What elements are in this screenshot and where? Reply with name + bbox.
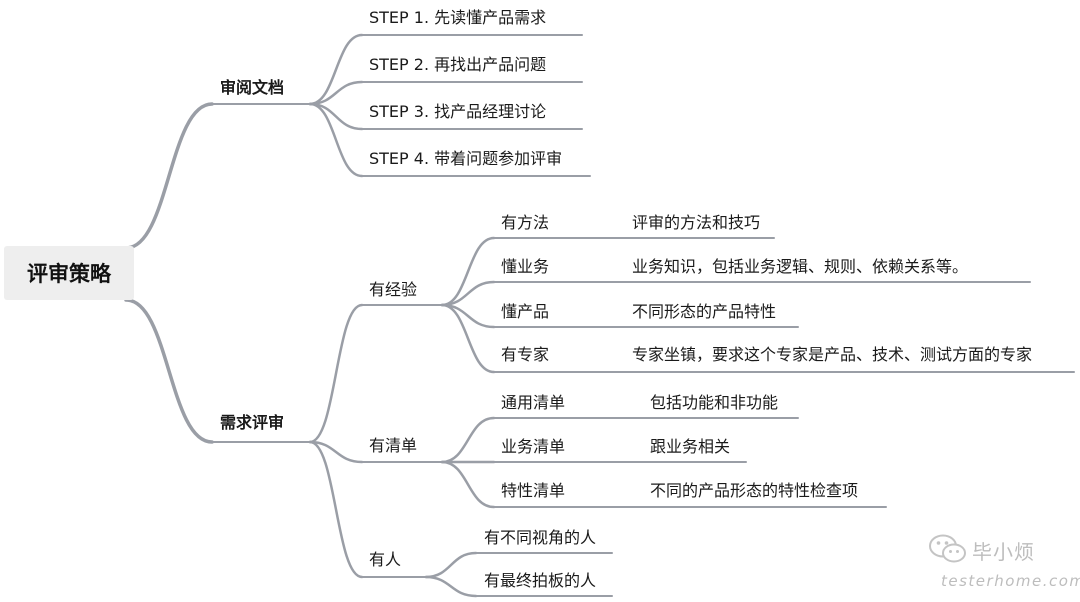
connector-root-docs xyxy=(124,102,214,250)
step-4: STEP 4. 带着问题参加评审 xyxy=(369,149,563,168)
watermark-url: testerhome.com xyxy=(941,572,1080,590)
connector-exp-3 xyxy=(440,303,496,374)
people-perspectives: 有不同视角的人 xyxy=(484,528,597,547)
connector-exp-0 xyxy=(440,236,496,307)
step-1: STEP 1. 先读懂产品需求 xyxy=(369,8,547,27)
exp-business-detail: 业务知识，包括业务逻辑、规则、依赖关系等。 xyxy=(632,257,969,276)
connector-review-people xyxy=(308,440,364,579)
connector-review-checklist xyxy=(308,440,364,464)
exp-method: 有方法 xyxy=(501,213,550,232)
exp-expert: 有专家 xyxy=(501,345,550,364)
checklist-business-detail: 跟业务相关 xyxy=(650,437,731,456)
checklist-general-detail: 包括功能和非功能 xyxy=(650,393,779,412)
node-experience: 有经验 xyxy=(369,280,418,299)
connector-review-experience xyxy=(308,303,364,444)
exp-product-detail: 不同形态的产品特性 xyxy=(632,302,777,321)
exp-product: 懂产品 xyxy=(501,302,550,321)
watermark-name: 毕小烦 xyxy=(972,540,1035,564)
connector-checklist-0 xyxy=(440,416,496,464)
checklist-feature-detail: 不同的产品形态的特性检查项 xyxy=(650,481,859,500)
connector-root-review xyxy=(124,298,214,444)
connector-people-0 xyxy=(424,551,478,579)
connector-checklist-2 xyxy=(440,460,496,509)
checklist-general: 通用清单 xyxy=(501,393,566,412)
exp-expert-detail: 专家坐镇，要求这个专家是产品、技术、测试方面的专家 xyxy=(632,345,1033,364)
node-people: 有人 xyxy=(369,550,402,569)
connector-step-1 xyxy=(308,33,364,106)
step-3: STEP 3. 找产品经理讨论 xyxy=(369,102,547,121)
connector-people-1 xyxy=(424,575,478,598)
checklist-feature: 特性清单 xyxy=(501,481,566,500)
people-decider: 有最终拍板的人 xyxy=(484,571,597,590)
checklist-business: 业务清单 xyxy=(501,437,566,456)
root-node: 评审策略 xyxy=(4,246,134,300)
wechat-icon xyxy=(929,534,966,563)
step-2: STEP 2. 再找出产品问题 xyxy=(369,55,547,74)
branch-requirement-review: 需求评审 xyxy=(220,413,285,432)
connector-step-4 xyxy=(308,102,364,178)
node-checklist: 有清单 xyxy=(369,436,418,455)
branch-review-docs: 审阅文档 xyxy=(220,78,285,97)
exp-method-detail: 评审的方法和技巧 xyxy=(632,213,761,232)
exp-business: 懂业务 xyxy=(501,257,550,276)
